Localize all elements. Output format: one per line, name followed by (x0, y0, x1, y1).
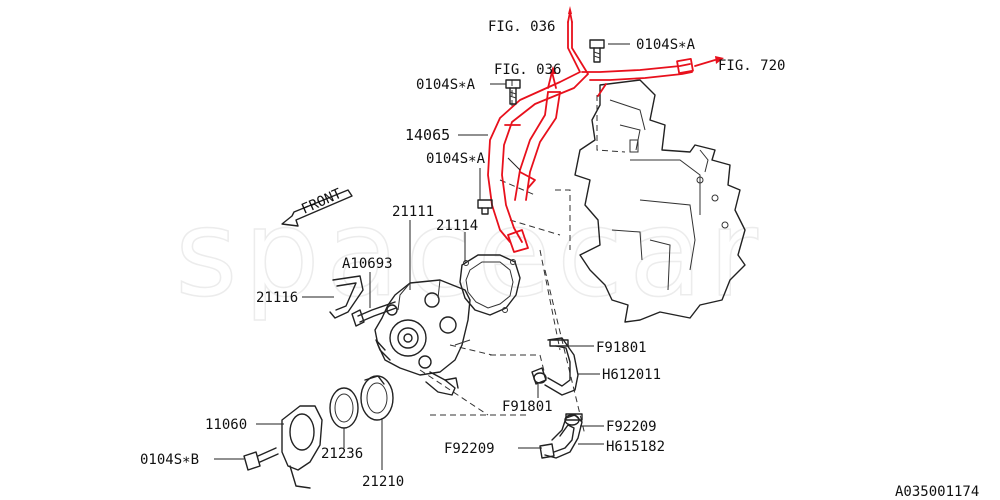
bolt-0104sa-mid[interactable] (477, 199, 493, 215)
front-arrow-icon (281, 189, 353, 227)
label-gasket-21114: 21114 (436, 218, 478, 234)
label-f91801-right: F91801 (596, 340, 647, 356)
pump-gasket-21114[interactable] (459, 254, 521, 316)
bolt-0104sb[interactable] (243, 447, 279, 471)
label-bolt-a-left: 0104S∗A (416, 77, 476, 93)
label-bolt-a-top: 0104S∗A (636, 37, 696, 53)
label-bolt-a-mid: 0104S∗A (426, 151, 486, 167)
reference-code: A035001174 (895, 484, 979, 500)
thermostat-cover-11060[interactable] (281, 405, 323, 489)
label-h615182: H615182 (606, 439, 665, 455)
label-thermostat-21210: 21210 (362, 474, 404, 490)
label-fig036-top: FIG. 036 (488, 19, 555, 35)
label-gasket-21236: 21236 (321, 446, 363, 462)
thermostat-21210[interactable] (360, 375, 394, 421)
bracket-21116[interactable] (329, 275, 364, 319)
label-fig720: FIG. 720 (718, 58, 785, 74)
label-h612011: H612011 (602, 367, 661, 383)
label-bracket-21116: 21116 (256, 290, 298, 306)
watermark: spacecar (175, 185, 764, 324)
label-bolt-b: 0104S∗B (140, 452, 199, 468)
thermostat-gasket-21236[interactable] (329, 387, 359, 429)
engine-block (574, 79, 746, 323)
bolt-0104sa-top[interactable] (589, 39, 605, 63)
label-f92209-right: F92209 (606, 419, 657, 435)
label-f91801-low: F91801 (502, 399, 553, 415)
leader-lines (214, 43, 630, 470)
water-pump-21111[interactable] (374, 279, 471, 396)
bolt-a10693[interactable] (351, 301, 397, 327)
reference-lines (419, 80, 626, 436)
label-fig036-mid: FIG. 036 (494, 62, 561, 78)
hose-h615182[interactable] (544, 414, 583, 459)
label-pump-21111: 21111 (392, 204, 434, 220)
label-pipe-14065: 14065 (405, 126, 450, 144)
label-bolt-a10693: A10693 (342, 256, 393, 272)
water-pipe-14065[interactable] (487, 6, 724, 253)
label-f92209-left: F92209 (444, 441, 495, 457)
bolt-0104sa-left[interactable] (505, 79, 521, 105)
label-cover-11060: 11060 (205, 417, 247, 433)
